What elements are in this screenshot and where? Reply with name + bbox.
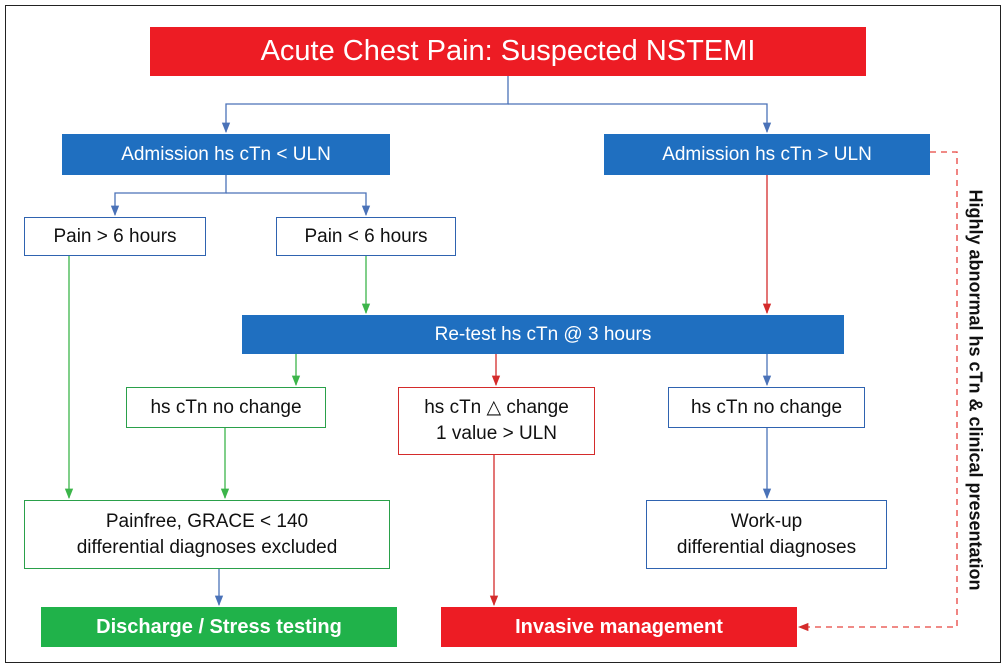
retest-box: Re-test hs cTn @ 3 hours (242, 315, 844, 354)
admission-high-box: Admission hs cTn > ULN (604, 134, 930, 175)
pain-lt6-box: Pain < 6 hours (276, 217, 456, 256)
pain-gt6-box: Pain > 6 hours (24, 217, 206, 256)
connector-adm-low-to-pain-lt6 (226, 192, 371, 217)
connector-adm-low-to-pain-gt6 (110, 175, 227, 217)
delta-change-box: hs cTn △ change 1 value > ULN (398, 387, 595, 455)
title-box: Acute Chest Pain: Suspected NSTEMI (150, 27, 866, 76)
connector-title-to-adm-low (221, 76, 509, 134)
no-change-right-box: hs cTn no change (668, 387, 865, 428)
connector-title-to-adm-high (508, 103, 772, 134)
painfree-box: Painfree, GRACE < 140 differential diagn… (24, 500, 390, 569)
admission-low-box: Admission hs cTn < ULN (62, 134, 390, 175)
connector-dashed-bypass (797, 151, 958, 632)
discharge-box: Discharge / Stress testing (41, 607, 397, 647)
invasive-box: Invasive management (441, 607, 797, 647)
side-label: Highly abnormal hs cTn & clinical presen… (965, 189, 986, 591)
no-change-left-box: hs cTn no change (126, 387, 326, 428)
workup-box: Work-up differential diagnoses (646, 500, 887, 569)
